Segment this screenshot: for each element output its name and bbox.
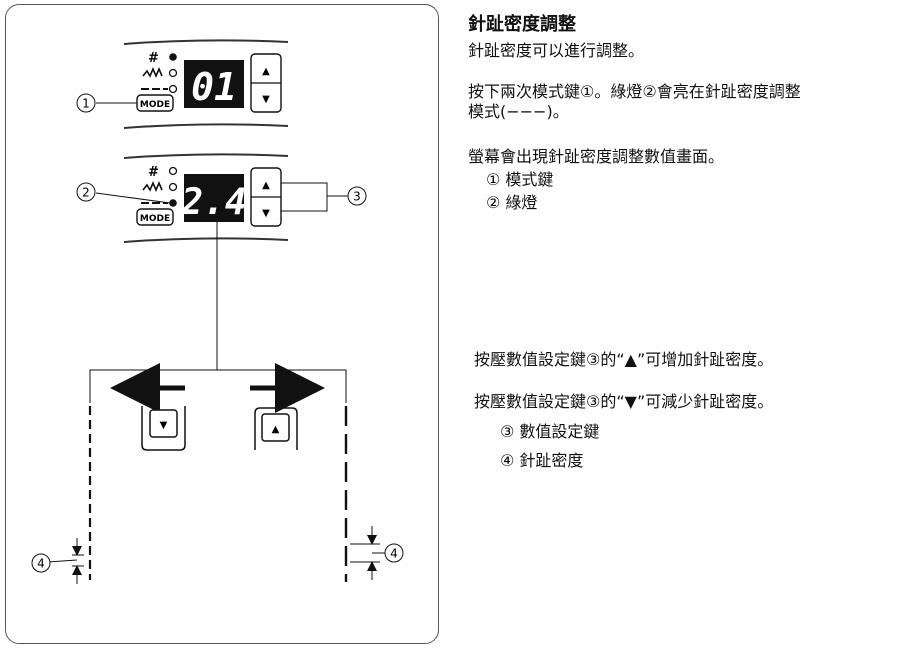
callout-3: 3 (353, 190, 361, 204)
callout-2: 2 (82, 186, 90, 200)
led-display-value: 2.4 (180, 182, 246, 223)
stitch-symbol (142, 66, 163, 79)
callout-4-right: 4 (390, 547, 398, 561)
down-button[interactable]: ▼ (262, 208, 270, 219)
stitch-length-comparison: ▼ ▲ 4 4 (31, 363, 404, 584)
up-button[interactable]: ▲ (262, 66, 270, 77)
legend-item-stitch-length: ④ 針趾密度 (500, 451, 584, 470)
mode-button-label: MODE (140, 214, 170, 224)
section-subtitle: 針趾密度可以進行調整。 (468, 41, 645, 60)
legend-item-mode-key: ① 模式鍵 (486, 170, 554, 189)
instruction-decrease: 按壓數值設定鍵③的“▼”可減少針趾密度。 (474, 392, 774, 411)
increase-button-glyph: ▲ (272, 424, 280, 435)
stitch-length-diagram: # MODE 01 ▲ ▼ 1 # MODE 2.4 ▲ ▼ (31, 39, 404, 584)
indicator-lamp-stitch (168, 182, 178, 192)
pattern-symbol: # (148, 165, 159, 180)
green-lamp (169, 199, 177, 207)
callout-1: 1 (82, 97, 90, 111)
callout-4-left: 4 (37, 557, 45, 571)
illustration-frame (5, 4, 439, 644)
led-display-value: 01 (191, 65, 237, 109)
pattern-symbol: # (148, 51, 159, 66)
indicator-lamp-stitch (168, 68, 178, 78)
led-display-2 (184, 174, 244, 222)
increase-button[interactable] (261, 413, 290, 442)
section-heading: 針趾密度調整 (468, 14, 576, 35)
indicator-lamp-pattern (169, 53, 177, 61)
indicator-lamp-pattern (168, 166, 178, 176)
instruction-mode-line2: 模式(−−−)。 (468, 102, 569, 121)
up-button[interactable]: ▲ (262, 180, 270, 191)
mode-button-2[interactable] (136, 208, 174, 226)
control-panel-1: # MODE 01 ▲ ▼ 1 (76, 39, 289, 129)
instruction-mode-line1: 按下兩次模式鍵①。綠燈②會亮在針趾密度調整 (468, 82, 801, 101)
decrease-button[interactable] (149, 409, 178, 438)
led-display-1 (184, 60, 244, 108)
mode-button-label: MODE (140, 100, 170, 110)
instruction-screen: 螢幕會出現針趾密度調整數值畫面。 (468, 147, 725, 166)
stitch-symbol (142, 180, 163, 193)
legend-item-green-lamp: ② 綠燈 (486, 193, 538, 212)
decrease-button-glyph: ▼ (160, 420, 168, 431)
control-panel-2: # MODE 2.4 ▲ ▼ 2 3 (76, 153, 367, 243)
down-button[interactable]: ▼ (262, 94, 270, 105)
legend-item-value-keys: ③ 數值設定鍵 (500, 422, 600, 441)
instruction-increase: 按壓數值設定鍵③的“▲”可增加針趾密度。 (474, 350, 774, 369)
indicator-lamp-stitch-length (168, 84, 178, 94)
